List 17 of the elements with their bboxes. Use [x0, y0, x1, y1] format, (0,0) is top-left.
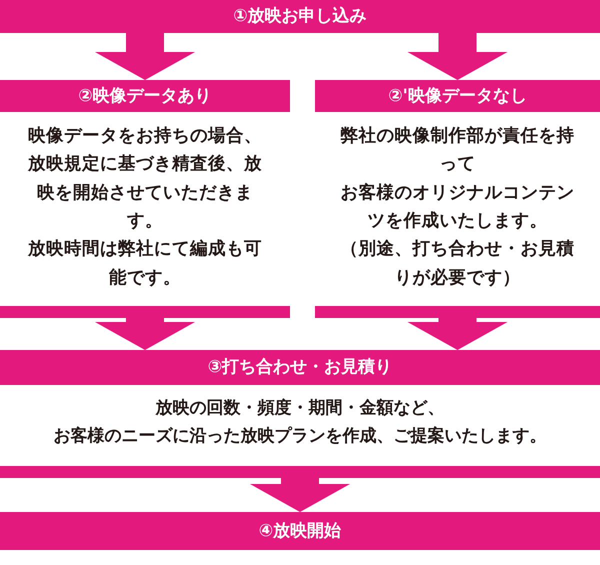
down-arrow [95, 33, 195, 80]
step-heading-bar: ③打ち合わせ・お見積り [0, 350, 600, 385]
step-description: 映像データをお持ちの場合、放映規定に基づき精査後、放映を開始させていただきます。 [27, 125, 263, 234]
step-heading-bar: ②映像データあり [0, 80, 290, 112]
step-description: （別途、打ち合わせ・お見積りが必要です） [340, 238, 576, 290]
step-heading-bar: ①放映お申し込み [0, 0, 600, 33]
step-description: お客様のオリジナルコンテンツを作成いたします。 [340, 182, 576, 234]
step-description: 弊社の映像制作部が責任を持って [340, 124, 576, 176]
step-heading-bar: ②'映像データなし [315, 80, 600, 112]
step-description: 放映の回数・頻度・期間・金額など、 [154, 397, 446, 420]
step-heading-bar: ④放映開始 [0, 512, 600, 550]
down-arrow [250, 478, 350, 512]
step-description: 放映時間は弊社にて編成も可能です。 [27, 238, 263, 290]
step-description: お客様のニーズに沿った放映プランを作成、ご提案いたします。 [52, 424, 548, 448]
down-arrow [408, 33, 508, 80]
down-arrow [95, 318, 195, 350]
down-arrow [408, 318, 508, 350]
